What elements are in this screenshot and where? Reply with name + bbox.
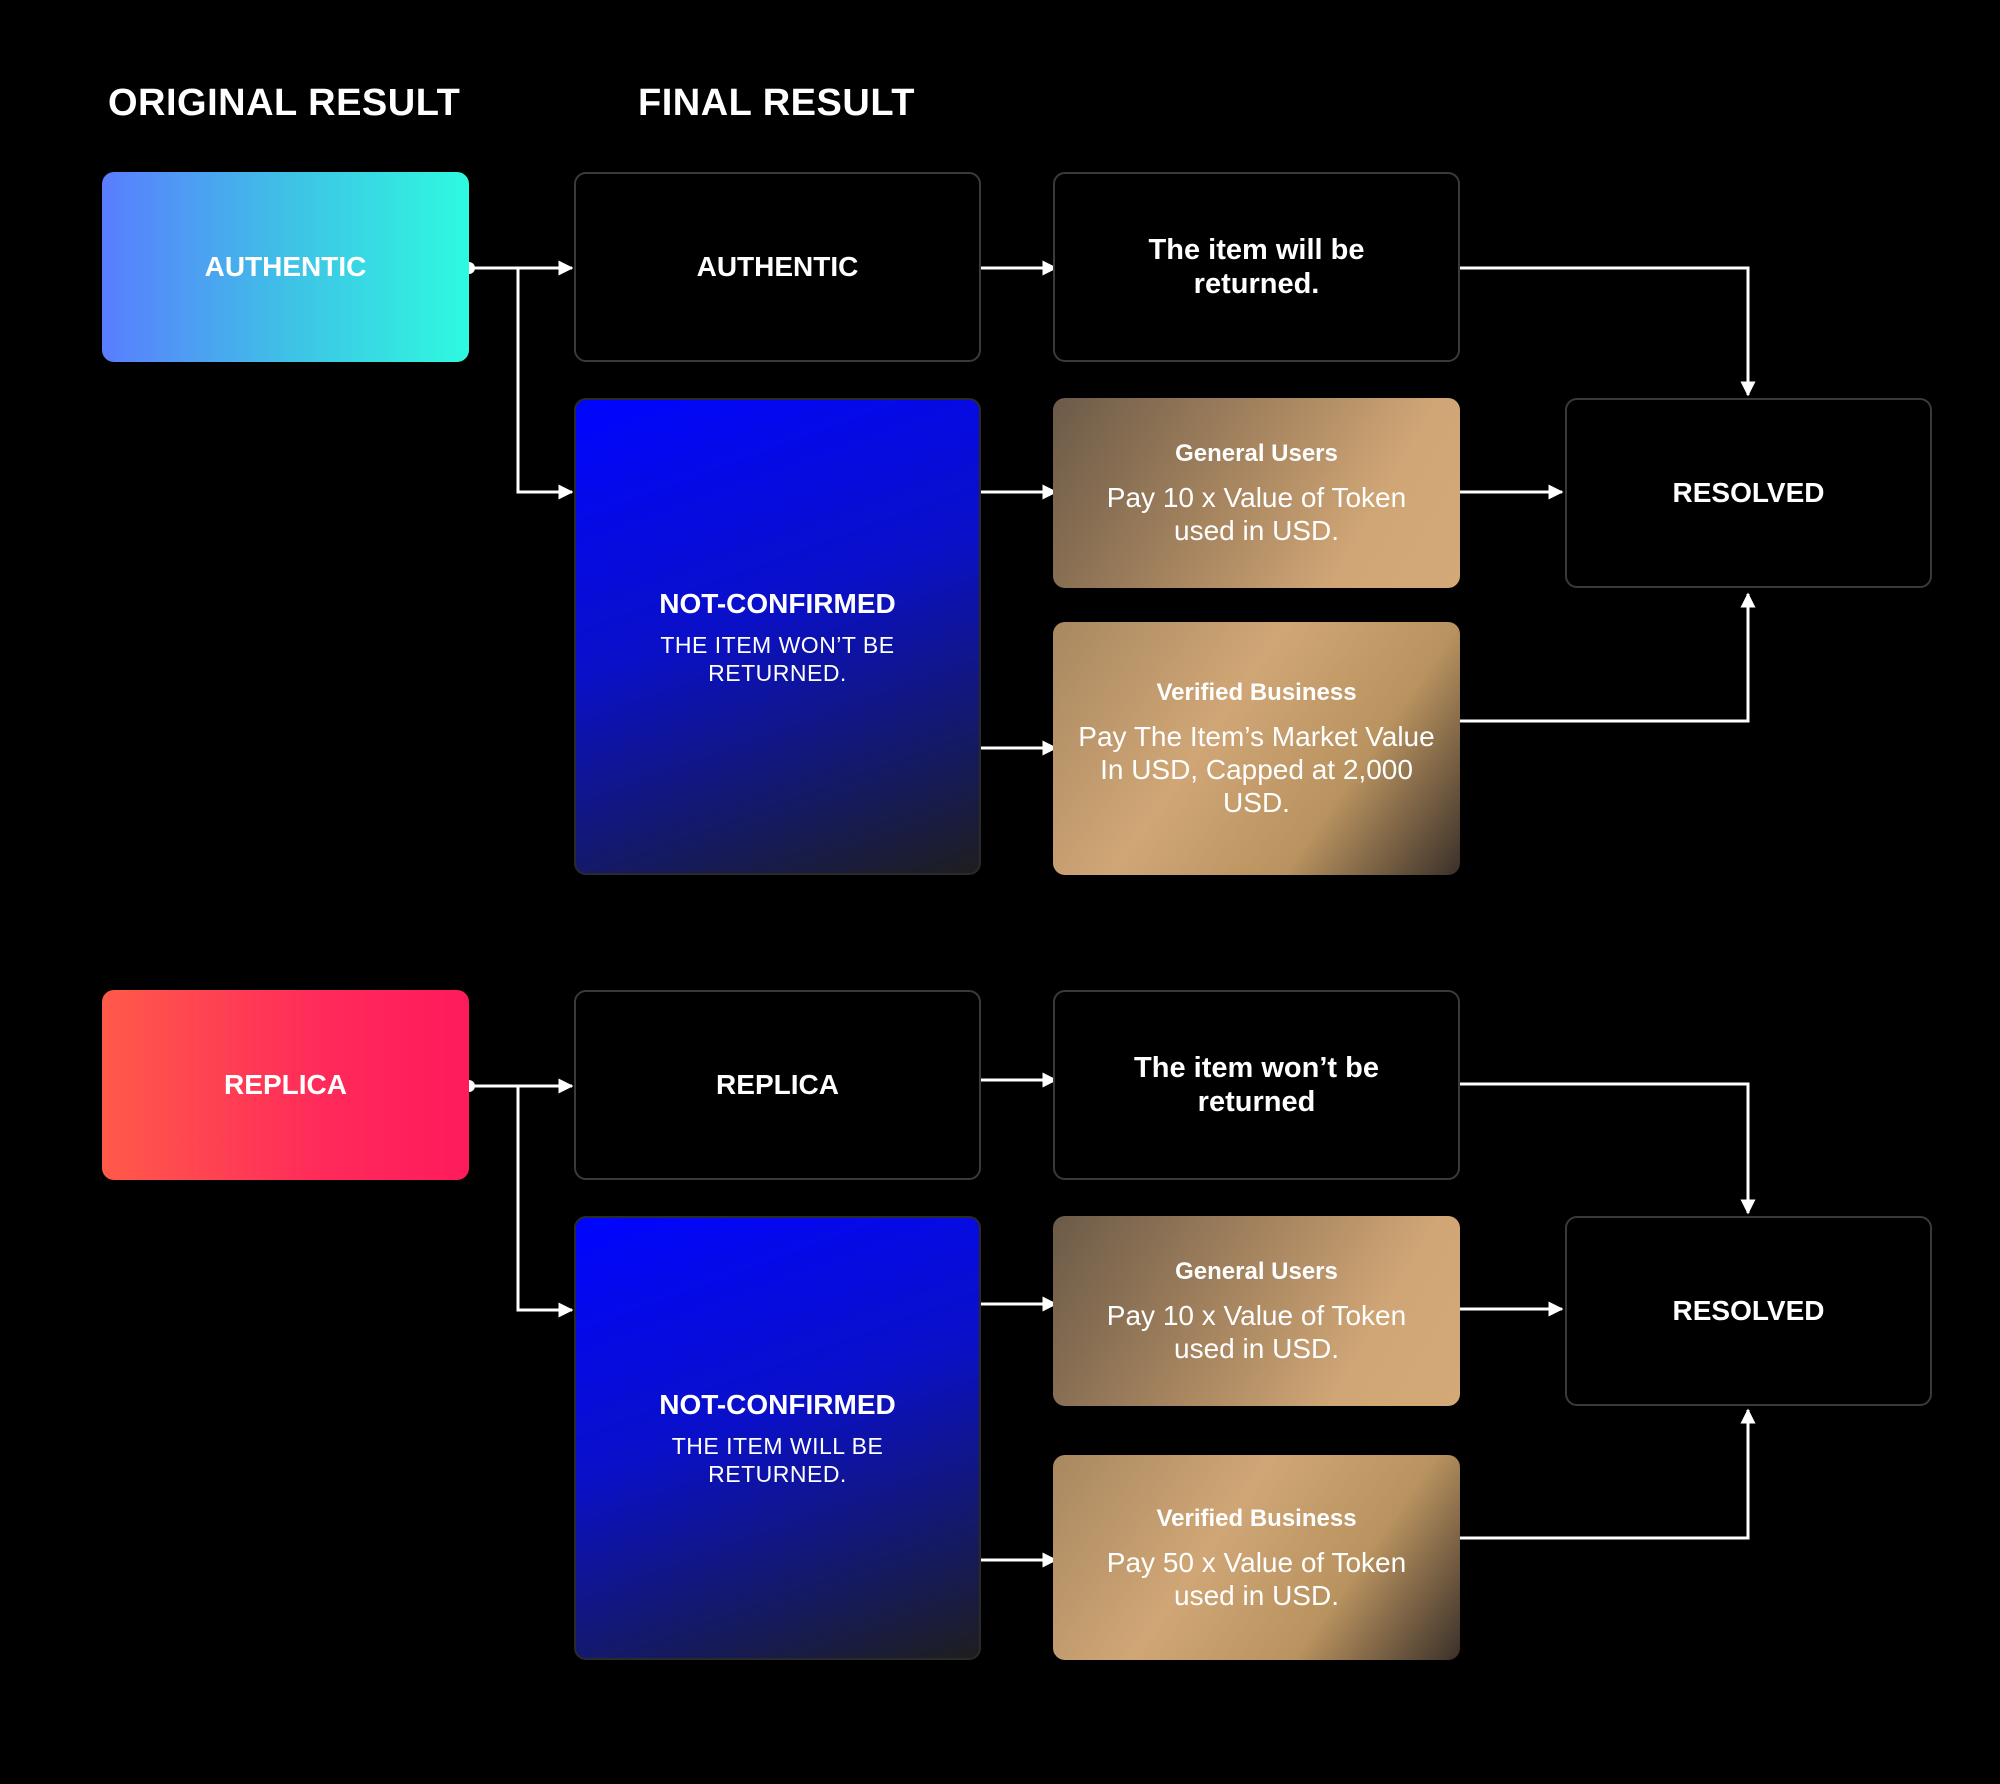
- arrow-replica-to-not-confirmed: [516, 1086, 574, 1318]
- item-returned-box: The item will be returned.: [1053, 172, 1460, 362]
- replica-source-label: REPLICA: [224, 1069, 347, 1100]
- resolved-label-replica: RESOLVED: [1672, 1295, 1825, 1326]
- arrow-business-to-resolved: [1460, 592, 1756, 723]
- final-authentic-label: AUTHENTIC: [696, 251, 859, 282]
- not-confirmed-title-replica: NOT-CONFIRMED: [659, 1389, 896, 1420]
- arrow-business2-to-resolved: [1460, 1408, 1756, 1540]
- original-result-header: ORIGINAL RESULT: [108, 82, 461, 124]
- final-replica-label: REPLICA: [716, 1069, 839, 1100]
- verified-business-title: Verified Business: [1156, 679, 1357, 706]
- item-returned-label: The item will be returned.: [1148, 234, 1365, 300]
- authentic-source-box: AUTHENTIC: [102, 172, 469, 362]
- authentic-source-label: AUTHENTIC: [204, 251, 367, 282]
- not-confirmed-subtitle: THE ITEM WON’T BE RETURNED.: [660, 631, 895, 686]
- resolved-label: RESOLVED: [1672, 477, 1825, 508]
- resolved-box-replica: RESOLVED: [1565, 1216, 1932, 1406]
- arrow-not-returned-to-resolved: [1460, 1082, 1756, 1215]
- replica-source-box: REPLICA: [102, 990, 469, 1180]
- item-not-returned-label: The item won’t be returned: [1134, 1052, 1379, 1118]
- not-confirmed-box-replica: NOT-CONFIRMED THE ITEM WILL BE RETURNED.: [574, 1216, 981, 1660]
- not-confirmed-subtitle-replica: THE ITEM WILL BE RETURNED.: [671, 1433, 884, 1487]
- general-users-title: General Users: [1175, 440, 1338, 467]
- not-confirmed-box-authentic: NOT-CONFIRMED THE ITEM WON’T BE RETURNED…: [574, 398, 981, 875]
- general-users-body: Pay 10 x Value of Token used in USD.: [1106, 482, 1407, 546]
- final-authentic-box: AUTHENTIC: [574, 172, 981, 362]
- verified-business-box-authentic: Verified Business Pay The Item’s Market …: [1053, 622, 1460, 875]
- verified-business-box-replica: Verified Business Pay 50 x Value of Toke…: [1053, 1455, 1460, 1660]
- verified-business-body-replica: Pay 50 x Value of Token used in USD.: [1106, 1546, 1407, 1611]
- arrow-returned-to-resolved: [1460, 266, 1756, 397]
- resolved-box-authentic: RESOLVED: [1565, 398, 1932, 588]
- final-result-header: FINAL RESULT: [638, 82, 915, 124]
- general-users-box-replica: General Users Pay 10 x Value of Token us…: [1053, 1216, 1460, 1406]
- general-users-title-replica: General Users: [1175, 1258, 1338, 1285]
- final-replica-box: REPLICA: [574, 990, 981, 1180]
- general-users-body-replica: Pay 10 x Value of Token used in USD.: [1106, 1300, 1407, 1364]
- item-not-returned-box: The item won’t be returned: [1053, 990, 1460, 1180]
- verified-business-body: Pay The Item’s Market Value In USD, Capp…: [1078, 721, 1435, 818]
- verified-business-title-replica: Verified Business: [1156, 1504, 1357, 1532]
- general-users-box-authentic: General Users Pay 10 x Value of Token us…: [1053, 398, 1460, 588]
- arrow-authentic-to-not-confirmed: [516, 268, 574, 500]
- not-confirmed-title: NOT-CONFIRMED: [659, 587, 896, 619]
